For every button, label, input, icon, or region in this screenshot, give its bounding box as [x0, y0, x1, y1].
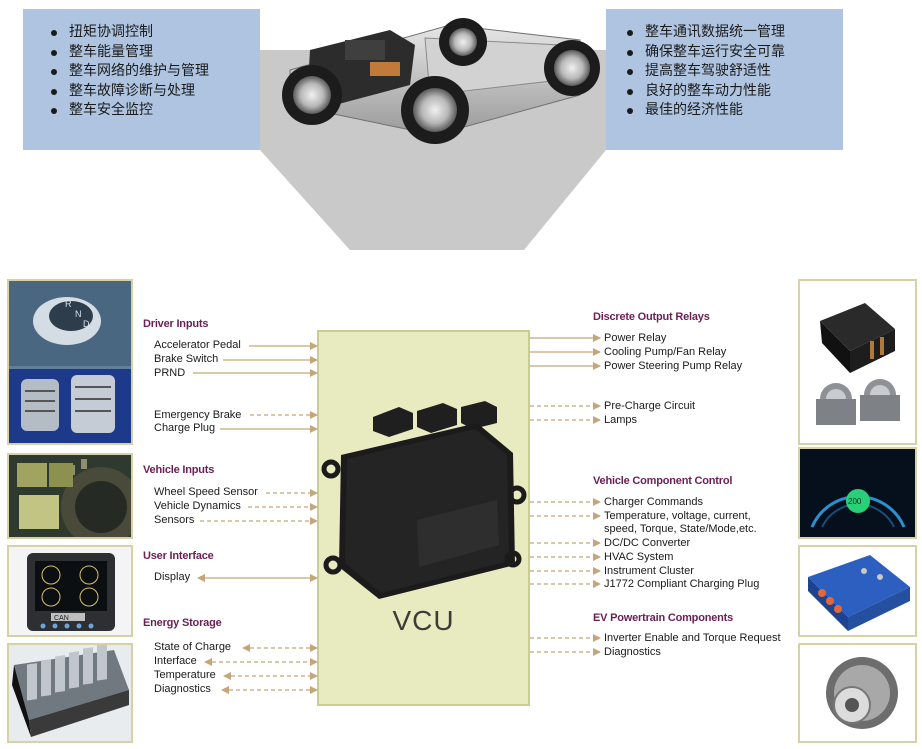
output-label: Lamps: [604, 414, 638, 426]
feature-item: 提高整车驾驶舒适性: [623, 62, 843, 82]
feature-item: 整车故障诊断与处理: [47, 82, 260, 102]
battery-pack-photo: [7, 643, 133, 743]
output-label: HVAC System: [604, 551, 674, 563]
input-label: Sensors: [154, 514, 195, 526]
motor-photo: [798, 643, 917, 743]
input-label: Interface: [154, 655, 197, 667]
feature-item: 最佳的经济性能: [623, 101, 843, 121]
feature-item: 整车安全监控: [47, 101, 260, 121]
input-label: Vehicle Dynamics: [154, 500, 241, 512]
shifter-letter: D: [83, 319, 90, 329]
feature-item: 整车能量管理: [47, 43, 260, 63]
output-label: Charger Commands: [604, 496, 704, 508]
output-label: Inverter Enable and Torque Request: [604, 632, 781, 644]
output-label: Diagnostics: [604, 646, 661, 658]
powertrain-title: EV Powertrain Components: [593, 612, 734, 624]
feature-item: 良好的整车动力性能: [623, 82, 843, 102]
vcu-label: VCU: [392, 605, 455, 636]
output-label: Temperature, voltage, current,: [604, 510, 751, 522]
display-unit-photo: CAN: [7, 545, 133, 637]
input-label: Temperature: [154, 669, 216, 681]
energy-storage-title: Energy Storage: [143, 617, 222, 629]
vcu-module-image: [321, 401, 527, 599]
shifter-letter: R: [65, 299, 72, 309]
dashboard-gauge-photo: 200: [798, 447, 917, 539]
display-brand-text: CAN: [54, 615, 69, 622]
feature-item: 整车网络的维护与管理: [47, 62, 260, 82]
output-label: Pre-Charge Circuit: [604, 400, 696, 412]
shifter-letter: N: [75, 309, 82, 319]
left-feature-panel: 扭矩协调控制 整车能量管理 整车网络的维护与管理 整车故障诊断与处理 整车安全监…: [23, 9, 260, 150]
output-label: Power Relay: [604, 332, 667, 344]
feature-item: 扭矩协调控制: [47, 23, 260, 43]
motor-controller-photo: [798, 545, 917, 637]
wheel-sensor-photo: [7, 453, 133, 539]
gauge-readout: 200: [848, 497, 862, 506]
feature-item: 确保整车运行安全可靠: [623, 43, 843, 63]
input-label: Wheel Speed Sensor: [154, 486, 258, 498]
input-label: State of Charge: [154, 641, 232, 653]
user-interface-title: User Interface: [143, 550, 214, 562]
output-label: DC/DC Converter: [604, 537, 691, 549]
output-label: J1772 Compliant Charging Plug: [604, 578, 760, 590]
input-label: Emergency Brake: [154, 409, 242, 421]
shifter-pedal-photo: R N D: [7, 279, 133, 445]
relays-title: Discrete Output Relays: [593, 311, 710, 323]
input-label: Display: [154, 571, 191, 583]
input-label: Accelerator Pedal: [154, 339, 241, 351]
output-label: Cooling Pump/Fan Relay: [604, 346, 727, 358]
vehicle-inputs-title: Vehicle Inputs: [143, 464, 215, 476]
car-chassis-image: [260, 0, 606, 250]
output-label: Power Steering Pump Relay: [604, 360, 743, 372]
output-label: Instrument Cluster: [604, 565, 694, 577]
feature-item: 整车通讯数据统一管理: [623, 23, 843, 43]
component-control-title: Vehicle Component Control: [593, 475, 733, 487]
relay-photo: [798, 279, 917, 445]
driver-inputs-title: Driver Inputs: [143, 318, 209, 330]
right-feature-panel: 整车通讯数据统一管理 确保整车运行安全可靠 提高整车驾驶舒适性 良好的整车动力性…: [606, 9, 843, 150]
input-label: Charge Plug: [154, 422, 216, 434]
output-label: speed, Torque, State/Mode,etc.: [604, 523, 757, 535]
input-label: PRND: [154, 367, 186, 379]
input-label: Brake Switch: [154, 353, 219, 365]
input-label: Diagnostics: [154, 683, 211, 695]
